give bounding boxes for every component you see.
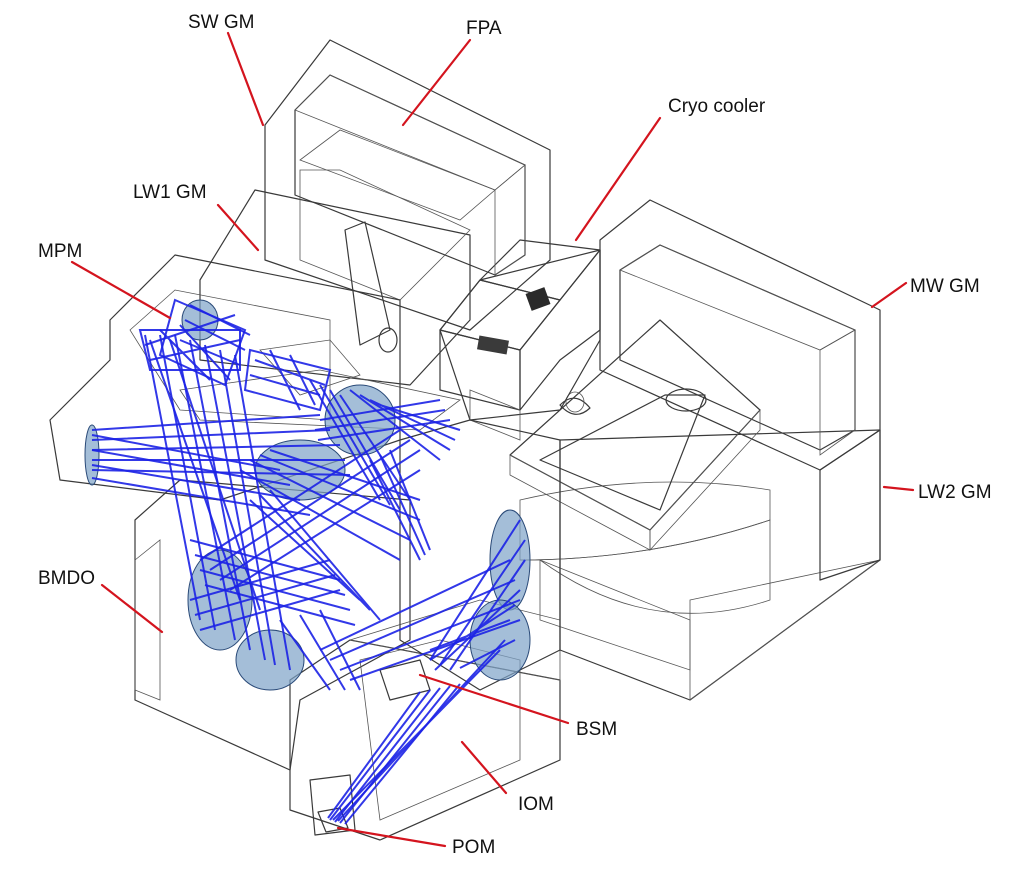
sw-gm-housing — [264, 39, 551, 331]
fpa-leader — [401, 38, 472, 127]
bsm-label: BSM — [576, 719, 617, 740]
sw-gm-label: SW GM — [188, 12, 255, 33]
mw-gm-housing — [599, 199, 881, 471]
callout-cryo-cooler: Cryo cooler — [574, 96, 766, 242]
iom-leader — [460, 740, 508, 795]
callout-fpa: FPA — [401, 18, 502, 127]
mw-gm-optics — [509, 319, 761, 552]
pom-label: POM — [452, 837, 495, 858]
lw1-gm-label: LW1 GM — [133, 182, 207, 203]
callout-lw2-gm: LW2 GM — [882, 482, 992, 503]
callout-mpm: MPM — [38, 241, 172, 320]
mw-gm-leader — [870, 281, 908, 309]
fpa-label: FPA — [466, 18, 502, 39]
mw-gm-label: MW GM — [910, 276, 980, 297]
bsm-leader — [418, 673, 570, 725]
callout-sw-gm: SW GM — [188, 12, 265, 127]
mpm-leader — [70, 260, 172, 320]
callout-iom: IOM — [460, 740, 554, 815]
lower-center-housing — [399, 419, 561, 691]
iom-label: IOM — [518, 794, 554, 815]
bmdo-label: BMDO — [38, 568, 95, 589]
ray-trace — [91, 298, 526, 825]
cryo-cooler-label: Cryo cooler — [668, 96, 766, 117]
lw2-gm-leader — [882, 485, 915, 492]
callout-bmdo: BMDO — [38, 568, 164, 634]
callout-pom: POM — [336, 826, 495, 858]
center-orange-optics — [179, 339, 461, 431]
bmdo-leader — [100, 583, 164, 634]
mpm-label: MPM — [38, 241, 82, 262]
sw-gm-leader — [226, 31, 265, 127]
callout-lw1-gm: LW1 GM — [133, 182, 260, 252]
callout-mw-gm: MW GM — [870, 276, 980, 309]
lw2-gm-label: LW2 GM — [918, 482, 992, 503]
callout-bsm: BSM — [418, 673, 617, 740]
cryo-cooler-body — [439, 239, 601, 441]
pom-leader — [336, 826, 447, 848]
lw1-gm-leader — [216, 203, 260, 252]
lw1-gm-housing — [199, 169, 471, 386]
lw2-gm-housing — [519, 429, 881, 701]
cryo-cooler-leader — [574, 116, 662, 242]
